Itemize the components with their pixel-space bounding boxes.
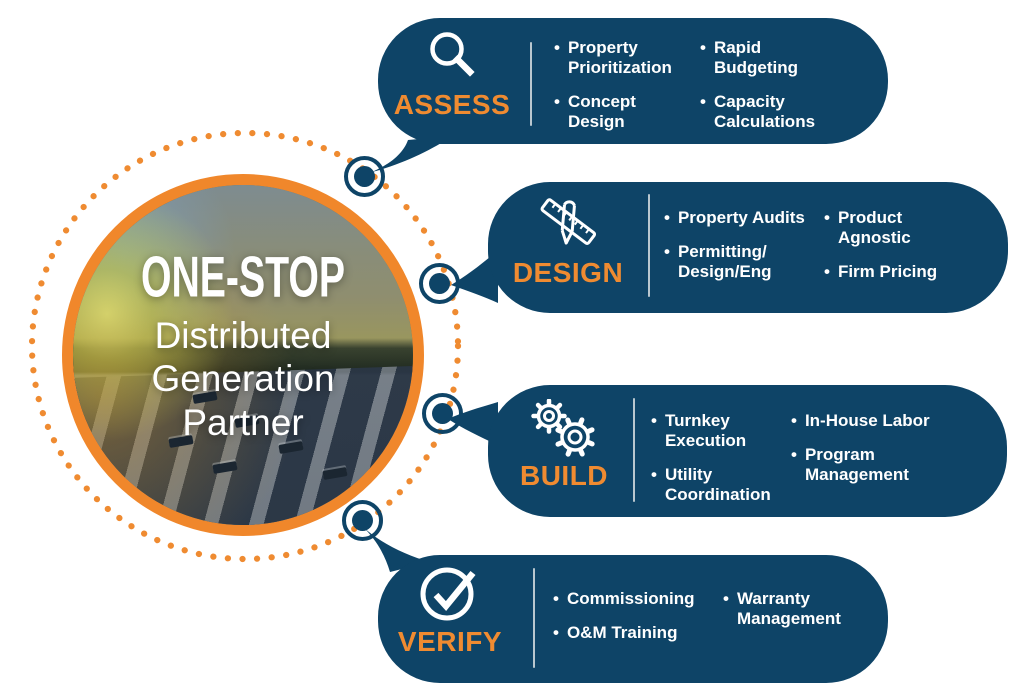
- photo-warm-light: [73, 185, 413, 525]
- bullet-item: • Turnkey Execution: [651, 411, 771, 451]
- bubble-design: DESIGN • Property Audits • Permitting/ Des…: [488, 182, 1008, 313]
- center-subtitle-line: Partner: [182, 401, 304, 443]
- center-subtitle: Distributed Generation Partner: [73, 314, 413, 444]
- center-photo-circle: ONE-STOP Distributed Generation Partner: [62, 174, 424, 536]
- bullet-text: Permitting/ Design/Eng: [677, 242, 772, 281]
- bullet-dot: •: [700, 92, 706, 111]
- bullet-text: Capacity Calculations: [713, 92, 816, 131]
- bullet-dot: •: [553, 589, 559, 608]
- bubble-verify: VERIFY • Commissioning • O&M Training • War…: [378, 555, 888, 683]
- bullet-text: Property Prioritization: [567, 38, 672, 77]
- stage-design: DESIGN: [500, 190, 636, 289]
- connector-dot-assess: [344, 156, 385, 197]
- bullet-dot: •: [651, 411, 657, 430]
- bullet-text: Concept Design: [567, 92, 636, 131]
- bullet-text: Property Audits: [677, 208, 805, 227]
- bullet-item: • Rapid Budgeting: [700, 38, 815, 78]
- bullet-text: Turnkey Execution: [664, 411, 747, 450]
- bullet-text: O&M Training: [566, 623, 678, 642]
- bullet-dot: •: [554, 38, 560, 57]
- bullet-dot: •: [791, 445, 797, 464]
- bullet-item: • Concept Design: [554, 92, 672, 132]
- bullet-text: Rapid Budgeting: [713, 38, 798, 77]
- solar-roof-photo: ONE-STOP Distributed Generation Partner: [73, 185, 413, 525]
- bubble-assess: ASSESS • Property Prioritization • Concept…: [378, 18, 888, 144]
- center-title: ONE-STOP: [140, 245, 346, 310]
- stage-label-assess: ASSESS: [393, 89, 511, 120]
- divider: [633, 398, 635, 502]
- magnifier-icon: [430, 32, 475, 77]
- bullet-item: • Commissioning: [553, 589, 694, 609]
- gears-icon: [531, 399, 595, 457]
- bullet-item: • Firm Pricing: [824, 262, 937, 282]
- bullet-item: • Program Management: [791, 445, 930, 485]
- bullet-dot: •: [824, 262, 830, 281]
- stage-build: BUILD: [488, 399, 640, 492]
- bullet-text: Warranty Management: [736, 589, 841, 628]
- bullet-dot: •: [554, 92, 560, 111]
- bullet-text: Product Agnostic: [837, 208, 911, 247]
- bullet-text: In-House Labor: [804, 411, 930, 430]
- center-subtitle-line: Distributed: [154, 315, 332, 356]
- bullet-item: • Capacity Calculations: [700, 92, 815, 132]
- bullet-dot: •: [723, 589, 729, 608]
- bullet-text: Commissioning: [566, 589, 695, 608]
- divider: [530, 42, 532, 126]
- bullet-item: • Warranty Management: [723, 589, 841, 629]
- divider: [533, 568, 535, 668]
- bullet-item: • Property Prioritization: [554, 38, 672, 78]
- center-caption: ONE-STOP Distributed Generation Partner: [73, 249, 413, 444]
- bubble-build: BUILD • Turnkey Execution • Utility Coordi…: [488, 385, 1007, 517]
- bullet-text: Utility Coordination: [664, 465, 771, 504]
- stage-assess: ASSESS: [386, 28, 518, 121]
- bullet-item: • Permitting/ Design/Eng: [664, 242, 805, 282]
- connector-dot-verify: [342, 500, 383, 541]
- bullet-dot: •: [664, 208, 670, 227]
- bullet-item: • Product Agnostic: [824, 208, 937, 248]
- pencil-ruler-icon: [540, 198, 597, 245]
- bullet-dot: •: [664, 242, 670, 261]
- stage-label-verify: VERIFY: [397, 626, 503, 657]
- bullet-dot: •: [791, 411, 797, 430]
- bullet-item: • In-House Labor: [791, 411, 930, 431]
- connector-dot-build: [422, 393, 463, 434]
- stage-verify: VERIFY: [380, 561, 520, 658]
- bullet-text: Program Management: [804, 445, 909, 484]
- bullet-text: Firm Pricing: [837, 262, 938, 281]
- bullet-dot: •: [553, 623, 559, 642]
- stage-label-design: DESIGN: [512, 257, 624, 288]
- bullet-dot: •: [700, 38, 706, 57]
- divider: [648, 194, 650, 297]
- bullet-dot: •: [824, 208, 830, 227]
- stage-label-build: BUILD: [519, 460, 609, 491]
- bullet-dot: •: [651, 465, 657, 484]
- center-subtitle-line: Generation: [151, 358, 335, 400]
- check-circle-icon: [420, 567, 476, 621]
- bullet-item: • Utility Coordination: [651, 465, 771, 505]
- bullet-item: • O&M Training: [553, 623, 694, 643]
- bullet-item: • Property Audits: [664, 208, 805, 228]
